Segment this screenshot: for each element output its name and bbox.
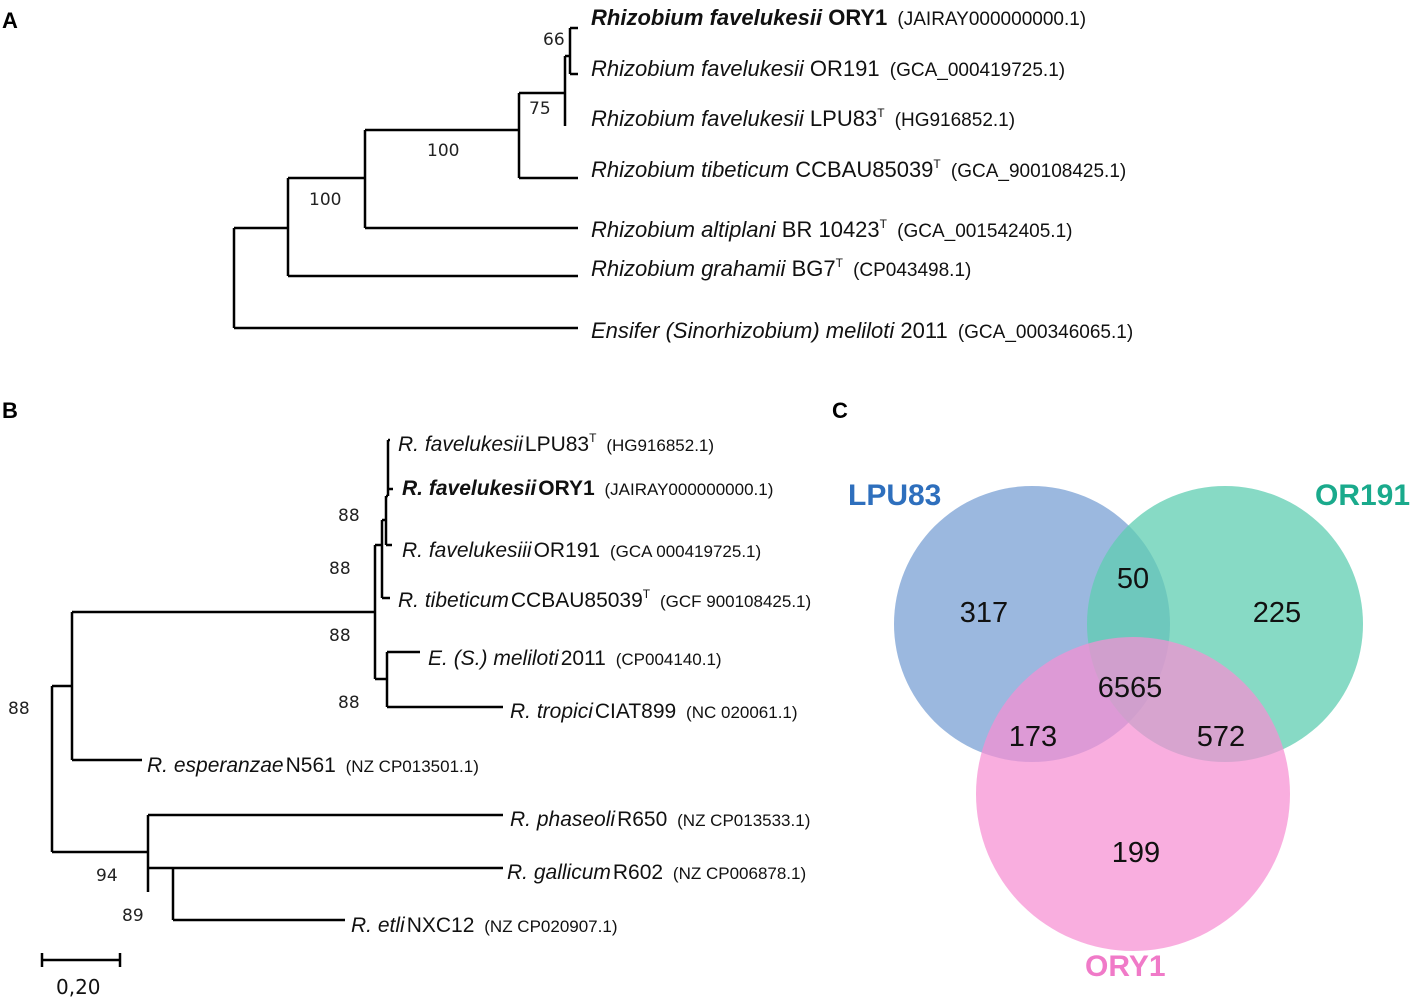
panel-b-tree-branches: [40, 438, 503, 967]
venn-count-all-three: 6565: [1098, 672, 1163, 704]
venn-count-lpu83-ory1: 173: [1009, 721, 1057, 753]
bootstrap-a-100-lower: 100: [309, 190, 341, 210]
scale-bar-label: 0,20: [56, 975, 101, 999]
bootstrap-a-100-upper: 100: [427, 141, 459, 161]
panel-b-leaf-labels: R. favelukesiiLPU83T (HG916852.1) R. fav…: [147, 424, 811, 937]
panel-b-letter: B: [2, 398, 18, 423]
bootstrap-a-66: 66: [543, 30, 565, 50]
leaf-a-5: Rhizobium grahamii BG7T (CP043498.1): [591, 247, 971, 281]
leaf-b-5: R. tropiciCIAT899 (NC 020061.1): [510, 700, 798, 723]
venn-diagram: LPU83 OR191 ORY1 317 50 225 6565 173 572…: [848, 479, 1410, 983]
leaf-a-0: Rhizobium favelukesii ORY1 (JAIRAY000000…: [591, 5, 1086, 30]
venn-label-or191: OR191: [1315, 479, 1410, 512]
panel-a-bootstrap-values: 66 75 100 100: [309, 30, 565, 210]
leaf-b-8: R. gallicumR602 (NZ CP006878.1): [507, 861, 806, 884]
leaf-b-2: R. favelukesiiiOR191 (GCA 000419725.1): [402, 539, 761, 562]
leaf-a-1: Rhizobium favelukesii OR191 (GCA_0004197…: [591, 56, 1065, 81]
leaf-b-9: R. etliNXC12 (NZ CP020907.1): [351, 914, 617, 937]
venn-label-lpu83: LPU83: [848, 479, 941, 512]
bootstrap-b-89: 89: [122, 906, 144, 926]
leaf-a-6: Ensifer (Sinorhizobium) meliloti 2011 (G…: [591, 318, 1133, 343]
panel-a-tree-branches: [232, 26, 578, 330]
leaf-a-3: Rhizobium tibeticum CCBAU85039T (GCA_900…: [591, 148, 1126, 182]
leaf-a-2: Rhizobium favelukesii LPU83T (HG916852.1…: [591, 97, 1015, 131]
leaf-b-7: R. phaseoliR650 (NZ CP013533.1): [510, 808, 810, 831]
venn-count-lpu83-or191: 50: [1117, 563, 1149, 595]
leaf-b-1: R. favelukesiiORY1 (JAIRAY000000000.1): [402, 477, 773, 500]
bootstrap-b-88-root: 88: [8, 699, 30, 719]
venn-count-lpu83-only: 317: [960, 597, 1008, 629]
panel-b-bootstrap-values: 88 88 88 88 88 94 89: [8, 506, 360, 926]
venn-circle-ory1: [976, 637, 1290, 951]
bootstrap-b-88-4: 88: [338, 693, 360, 713]
panel-c-letter: C: [832, 398, 848, 423]
bootstrap-b-88-2: 88: [329, 559, 351, 579]
bootstrap-b-88-3: 88: [329, 626, 351, 646]
bootstrap-b-94: 94: [96, 866, 118, 886]
leaf-b-4: E. (S.) meliloti2011 (CP004140.1): [428, 647, 722, 670]
leaf-b-6: R. esperanzaeN561 (NZ CP013501.1): [147, 754, 479, 777]
leaf-a-4: Rhizobium altiplani BR 10423T (GCA_00154…: [591, 208, 1072, 242]
bootstrap-a-75: 75: [529, 99, 551, 119]
bootstrap-b-88-1: 88: [338, 506, 360, 526]
venn-count-or191-ory1: 572: [1197, 721, 1245, 753]
leaf-b-3: R. tibeticumCCBAU85039T (GCF 900108425.1…: [398, 580, 811, 612]
panel-a-leaf-labels: Rhizobium favelukesii ORY1 (JAIRAY000000…: [591, 5, 1133, 343]
panel-a-letter: A: [2, 8, 18, 33]
leaf-b-0: R. favelukesiiLPU83T (HG916852.1): [398, 424, 714, 456]
venn-count-ory1-only: 199: [1112, 837, 1160, 869]
venn-label-ory1: ORY1: [1085, 950, 1166, 983]
venn-count-or191-only: 225: [1253, 597, 1301, 629]
